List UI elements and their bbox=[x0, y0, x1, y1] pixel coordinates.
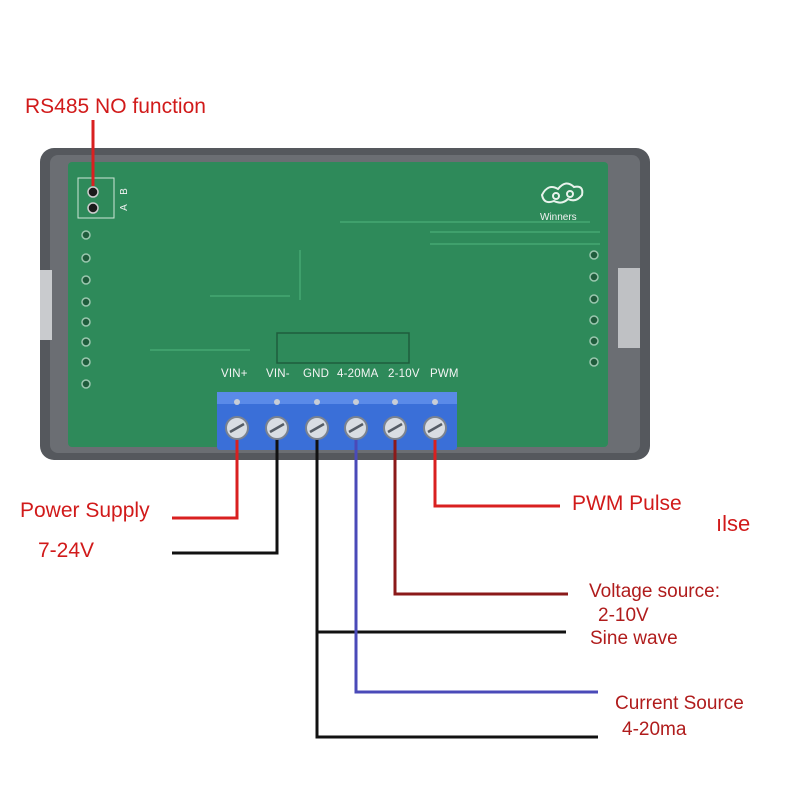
pwm-wire bbox=[433, 432, 560, 508]
pwm-cropped-label: ılse bbox=[716, 511, 751, 536]
screw-slot-vin-minus bbox=[269, 422, 285, 434]
voltage-range-label: 2-10V bbox=[598, 605, 649, 626]
screw-slot-2-10v bbox=[387, 422, 403, 434]
silk-box bbox=[276, 332, 410, 364]
gnd-wire bbox=[315, 432, 598, 739]
right-pin-header bbox=[589, 250, 599, 367]
rs485-pin-b bbox=[87, 202, 99, 214]
screw-slot-vin-plus bbox=[229, 422, 245, 434]
sine-wave-label: Sine wave bbox=[590, 628, 678, 649]
terminal-block-top bbox=[217, 392, 457, 404]
power-voltage-label: 7-24V bbox=[38, 539, 95, 562]
current-source-wire bbox=[354, 432, 598, 694]
terminal-pin-vin-minus bbox=[274, 399, 280, 405]
vin-minus-wire bbox=[172, 432, 279, 555]
terminal-label-pwm: PWM bbox=[430, 368, 459, 380]
voltage-source-wire bbox=[393, 432, 568, 596]
screw-slot-gnd bbox=[309, 422, 325, 434]
terminal-screws bbox=[225, 399, 447, 440]
pcb-board bbox=[68, 162, 608, 447]
side-clip bbox=[618, 268, 640, 348]
logo-text: Winners bbox=[540, 212, 577, 223]
pwm-label: PWM Pulse bbox=[572, 492, 682, 515]
silk-a-label: A bbox=[118, 204, 130, 211]
terminal-label-vin-plus: VIN+ bbox=[221, 368, 248, 380]
screw-slot-4-20ma bbox=[348, 422, 364, 434]
rs485-pin-a bbox=[87, 186, 99, 198]
terminal-pin-gnd bbox=[314, 399, 320, 405]
terminal-pin-4-20ma bbox=[353, 399, 359, 405]
terminal-label-4-20ma: 4-20MA bbox=[337, 368, 379, 380]
rs485-outline bbox=[77, 177, 115, 219]
terminal-label-2-10v: 2-10V bbox=[388, 368, 420, 380]
side-clip-left bbox=[40, 270, 52, 340]
vin-plus-wire bbox=[172, 432, 239, 520]
voltage-source-label: Voltage source: bbox=[589, 581, 720, 602]
terminal-label-gnd: GND bbox=[303, 368, 330, 380]
rs485-label: RS485 NO function bbox=[25, 95, 206, 118]
winners-logo-icon bbox=[540, 182, 584, 204]
terminal-pin-vin-plus bbox=[234, 399, 240, 405]
power-supply-label: Power Supply bbox=[20, 499, 150, 522]
current-source-label: Current Source bbox=[615, 693, 744, 714]
pcb-traces bbox=[150, 221, 600, 351]
current-range-label: 4-20ma bbox=[622, 719, 687, 740]
terminal-pin-pwm bbox=[432, 399, 438, 405]
terminal-label-vin-minus: VIN- bbox=[266, 368, 290, 380]
silk-b-label: B bbox=[118, 188, 130, 195]
screw-slot-pwm bbox=[427, 422, 443, 434]
wires bbox=[91, 120, 598, 739]
left-pin-header bbox=[81, 230, 91, 389]
terminal-pin-2-10v bbox=[392, 399, 398, 405]
